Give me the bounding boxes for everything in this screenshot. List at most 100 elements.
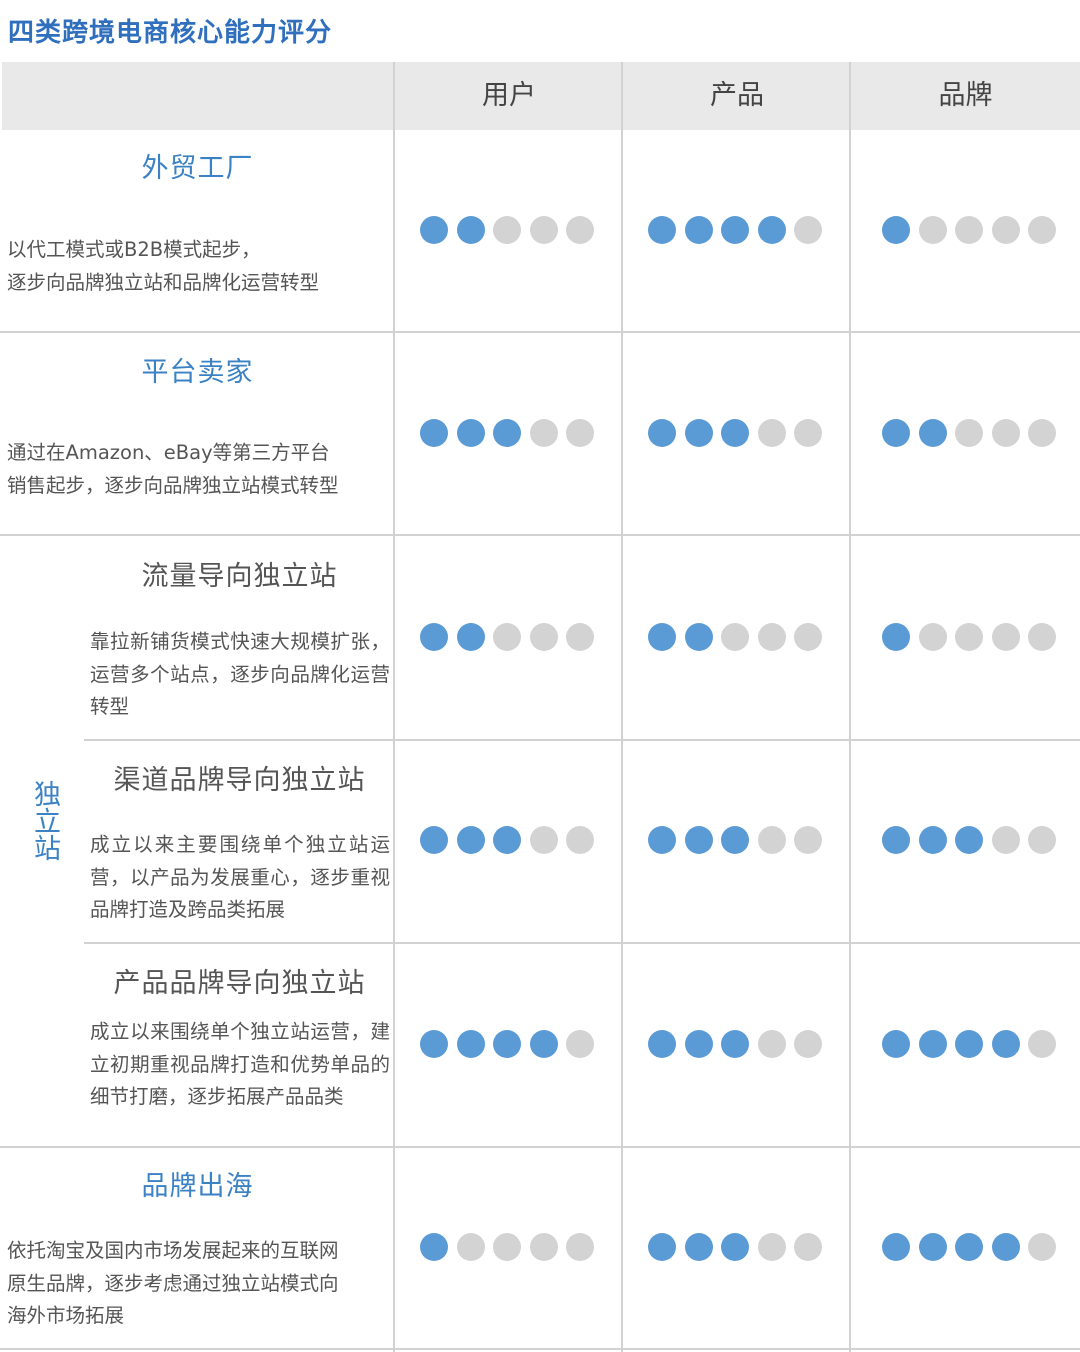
rating-dots bbox=[882, 623, 1056, 651]
rating-dots bbox=[420, 1030, 594, 1058]
rating-dot-empty bbox=[721, 623, 749, 651]
rating-dot-empty bbox=[493, 216, 521, 244]
rating-dot-empty bbox=[991, 216, 1020, 244]
rating-dot-filled bbox=[529, 1030, 558, 1058]
rating-dot-filled bbox=[420, 1233, 448, 1261]
rating-dots bbox=[420, 216, 594, 244]
column-header-user: 用户 bbox=[482, 80, 536, 111]
rating-dot-filled bbox=[757, 216, 786, 244]
rating-dot-filled bbox=[684, 419, 713, 447]
rating-dot-empty bbox=[794, 623, 822, 651]
row-divider bbox=[84, 739, 1080, 741]
rating-dot-filled bbox=[721, 1030, 749, 1058]
rating-dot-empty bbox=[456, 1233, 485, 1261]
rating-dot-filled bbox=[456, 216, 485, 244]
rating-dot-empty bbox=[955, 216, 983, 244]
rating-dot-filled bbox=[684, 216, 713, 244]
row-name: 流量导向独立站 bbox=[141, 561, 338, 592]
row-name: 渠道品牌导向独立站 bbox=[113, 765, 366, 796]
rating-dot-filled bbox=[493, 419, 521, 447]
rating-dot-empty bbox=[1028, 623, 1056, 651]
rating-dot-filled bbox=[991, 1233, 1020, 1261]
rating-dot-empty bbox=[566, 826, 594, 854]
rating-dot-filled bbox=[684, 1233, 713, 1261]
rating-dot-empty bbox=[529, 419, 558, 447]
rating-dot-filled bbox=[684, 1030, 713, 1058]
rating-dot-filled bbox=[420, 419, 448, 447]
rating-dot-empty bbox=[566, 419, 594, 447]
rating-dot-filled bbox=[955, 1233, 983, 1261]
rating-dot-empty bbox=[493, 623, 521, 651]
rating-dot-filled bbox=[882, 623, 910, 651]
row-divider bbox=[84, 942, 1080, 944]
rating-dot-filled bbox=[420, 623, 448, 651]
rating-dots bbox=[882, 1233, 1056, 1261]
rating-dots bbox=[420, 1233, 594, 1261]
rating-dot-filled bbox=[648, 1233, 676, 1261]
rating-dot-filled bbox=[493, 826, 521, 854]
rating-dot-filled bbox=[918, 1233, 947, 1261]
rating-dots bbox=[882, 1030, 1056, 1058]
rating-dot-empty bbox=[1028, 216, 1056, 244]
rating-dot-filled bbox=[456, 419, 485, 447]
rating-dot-filled bbox=[420, 826, 448, 854]
rating-dots bbox=[648, 419, 822, 447]
rating-dots bbox=[882, 419, 1056, 447]
rating-dots bbox=[882, 216, 1056, 244]
rating-dot-filled bbox=[420, 216, 448, 244]
column-header-product: 产品 bbox=[710, 80, 764, 111]
rating-dot-filled bbox=[882, 1233, 910, 1261]
rating-dots bbox=[420, 419, 594, 447]
column-divider bbox=[393, 62, 395, 1352]
rating-dot-filled bbox=[882, 419, 910, 447]
rating-dot-filled bbox=[721, 1233, 749, 1261]
rating-dot-empty bbox=[794, 216, 822, 244]
rating-dots bbox=[648, 623, 822, 651]
rating-dot-empty bbox=[566, 623, 594, 651]
rating-dot-filled bbox=[648, 419, 676, 447]
rating-dot-empty bbox=[794, 1233, 822, 1261]
rating-dots bbox=[420, 826, 594, 854]
rating-dot-empty bbox=[757, 1233, 786, 1261]
rating-dot-filled bbox=[882, 216, 910, 244]
row-name: 产品品牌导向独立站 bbox=[113, 968, 366, 999]
rating-dot-filled bbox=[456, 1030, 485, 1058]
rating-dot-empty bbox=[566, 1233, 594, 1261]
rating-dot-empty bbox=[1028, 1233, 1056, 1261]
rating-dot-empty bbox=[757, 623, 786, 651]
rating-dot-filled bbox=[991, 1030, 1020, 1058]
rating-dot-empty bbox=[991, 623, 1020, 651]
rating-dot-filled bbox=[918, 1030, 947, 1058]
rating-dot-empty bbox=[529, 1233, 558, 1261]
group-label-independent-site: 独立站 bbox=[29, 780, 60, 861]
rating-dot-empty bbox=[529, 826, 558, 854]
rating-dot-filled bbox=[456, 826, 485, 854]
rating-dot-filled bbox=[721, 419, 749, 447]
rating-dot-empty bbox=[757, 826, 786, 854]
row-divider bbox=[0, 534, 1080, 536]
row-description: 通过在Amazon、eBay等第三方平台 销售起步，逐步向品牌独立站模式转型 bbox=[7, 441, 339, 497]
rating-dot-empty bbox=[955, 419, 983, 447]
rating-dot-empty bbox=[955, 623, 983, 651]
rating-dot-empty bbox=[757, 419, 786, 447]
rating-dots bbox=[648, 1030, 822, 1058]
rating-dot-filled bbox=[882, 826, 910, 854]
rating-dot-filled bbox=[955, 826, 983, 854]
rating-dot-empty bbox=[529, 623, 558, 651]
row-description: 依托淘宝及国内市场发展起来的互联网 原生品牌，逐步考虑通过独立站模式向 海外市场… bbox=[7, 1239, 339, 1327]
rating-dot-filled bbox=[648, 1030, 676, 1058]
rating-dot-filled bbox=[420, 1030, 448, 1058]
rating-dot-empty bbox=[1028, 419, 1056, 447]
rating-dot-filled bbox=[648, 623, 676, 651]
column-header-brand: 品牌 bbox=[938, 80, 993, 111]
row-description: 成立以来主要围绕单个独立站运营，以产品为发展重心，逐步重视品牌打造及跨品类拓展 bbox=[90, 833, 390, 921]
rating-dot-empty bbox=[991, 419, 1020, 447]
rating-dot-empty bbox=[757, 1030, 786, 1058]
row-name: 外贸工厂 bbox=[141, 153, 254, 184]
rating-dot-empty bbox=[1028, 1030, 1056, 1058]
rating-dot-empty bbox=[566, 1030, 594, 1058]
rating-dots bbox=[882, 826, 1056, 854]
rating-dot-filled bbox=[493, 1030, 521, 1058]
rating-dot-filled bbox=[882, 1030, 910, 1058]
rating-dot-empty bbox=[918, 216, 947, 244]
